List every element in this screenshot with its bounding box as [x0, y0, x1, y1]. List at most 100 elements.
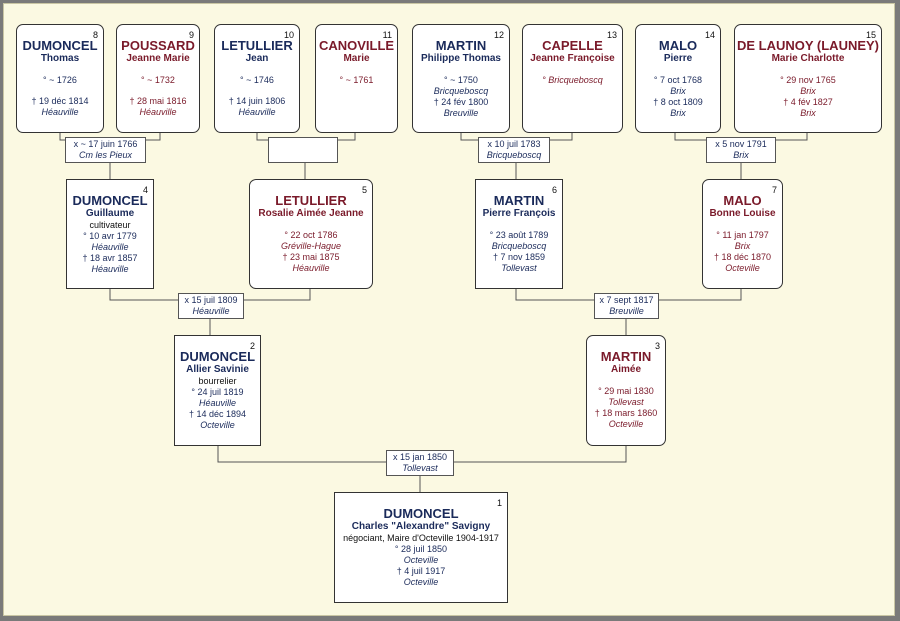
birth: ° 24 juil 1819: [191, 387, 244, 397]
marriage-place: Breuville: [609, 306, 644, 316]
given-name: Pierre: [663, 53, 693, 64]
sosa-number: 7: [771, 185, 777, 195]
death-place: Octeville: [608, 419, 644, 429]
given-name: Pierre François: [482, 208, 556, 219]
sosa-number: 3: [654, 341, 660, 351]
marriage-place: Tollevast: [402, 463, 438, 473]
person-box-3[interactable]: 3 MARTIN Aimée ° 29 mai 1830 Tollevast †…: [586, 335, 666, 446]
person-box-12[interactable]: 12 MARTIN Philippe Thomas ° ~ 1750 Bricq…: [412, 24, 510, 133]
birth-place: Gréville-Hague: [280, 241, 342, 251]
birth: ° 29 nov 1765: [780, 75, 836, 85]
sosa-number: 9: [188, 30, 194, 40]
person-box-15[interactable]: 15 DE LAUNOY (LAUNEY) Marie Charlotte ° …: [734, 24, 882, 133]
birth: ° ~ 1750: [444, 75, 478, 85]
given-name: Aimée: [610, 364, 641, 375]
marriage-box-4-5[interactable]: x 15 juil 1809 Héauville: [178, 293, 244, 319]
marriage-place: Héauville: [192, 306, 230, 316]
surname: DUMONCEL: [383, 506, 459, 521]
death: † 8 oct 1809: [653, 97, 703, 107]
person-box-8[interactable]: 8 DUMONCEL Thomas ° ~ 1726 † 19 déc 1814…: [16, 24, 104, 133]
given-name: Jeanne Françoise: [530, 53, 615, 64]
death: † 23 mai 1875: [282, 252, 340, 262]
death: † 7 nov 1859: [492, 252, 546, 262]
surname: DUMONCEL: [179, 349, 256, 364]
marriage-date: x 7 sept 1817: [599, 295, 654, 305]
death-place: Héauville: [41, 107, 79, 117]
given-name: Marie: [343, 53, 370, 64]
marriage-place: Cm les Pieux: [78, 150, 132, 160]
death-place: Octeville: [725, 263, 760, 273]
birth: ° 29 mai 1830: [598, 386, 654, 396]
given-name: Thomas: [40, 53, 80, 64]
marriage-box-12-13[interactable]: x 10 juil 1783 Bricqueboscq: [478, 137, 550, 163]
birth: ° 22 oct 1786: [284, 230, 338, 240]
person-box-13[interactable]: 13 CAPELLE Jeanne Françoise ° Bricquebos…: [522, 24, 623, 133]
birth-place: Héauville: [198, 398, 237, 408]
surname: DUMONCEL: [22, 38, 98, 53]
birth: ° ~ 1732: [141, 75, 175, 85]
person-box-4[interactable]: 4 DUMONCEL Guillaume cultivateur ° 10 av…: [66, 179, 154, 289]
person-box-7[interactable]: 7 MALO Bonne Louise ° 11 jan 1797 Brix †…: [702, 179, 783, 289]
person-box-10[interactable]: 10 LETULLIER Jean ° ~ 1746 † 14 juin 180…: [214, 24, 300, 133]
surname: CAPELLE: [542, 38, 603, 53]
sosa-number: 6: [551, 185, 557, 195]
birth: ° 7 oct 1768: [653, 75, 703, 85]
sosa-number: 15: [865, 30, 876, 40]
person-box-9[interactable]: 9 POUSSARD Jeanne Marie ° ~ 1732 † 28 ma…: [116, 24, 200, 133]
given-name: Allier Savinie: [186, 364, 249, 375]
marriage-place: Brix: [733, 150, 749, 160]
death-place: Octeville: [200, 420, 235, 430]
surname: MARTIN: [600, 349, 652, 364]
birth: ° 28 juil 1850: [394, 544, 448, 554]
birth: ° 10 avr 1779: [83, 231, 137, 241]
death-place: Héauville: [292, 263, 330, 273]
birth-place: Brix: [800, 86, 816, 96]
birth: ° ~ 1761: [339, 75, 374, 85]
surname: LETULLIER: [275, 193, 347, 208]
death-place: Brix: [800, 108, 816, 118]
marriage-box-10-11[interactable]: [268, 137, 338, 163]
occupation: négociant, Maire d'Octeville 1904-1917: [343, 533, 499, 543]
death-place: Héauville: [238, 107, 276, 117]
death: † 4 fév 1827: [783, 97, 833, 107]
surname: DUMONCEL: [72, 193, 148, 208]
death: † 28 mai 1816: [129, 96, 187, 106]
person-box-11[interactable]: 11 CANOVILLE Marie ° ~ 1761: [315, 24, 398, 133]
marriage-date: x 15 juil 1809: [184, 295, 238, 305]
death: † 4 juil 1917: [396, 566, 446, 576]
surname: MALO: [723, 193, 762, 208]
sosa-number: 14: [704, 30, 715, 40]
sosa-number: 2: [249, 341, 255, 351]
birth-place: Brix: [734, 241, 751, 251]
marriage-date: x 15 jan 1850: [392, 452, 448, 462]
surname: CANOVILLE: [318, 38, 395, 53]
marriage-box-2-3[interactable]: x 15 jan 1850 Tollevast: [386, 450, 454, 476]
given-name: Bonne Louise: [709, 208, 776, 219]
marriage-box-6-7[interactable]: x 7 sept 1817 Breuville: [594, 293, 659, 319]
given-name: Jeanne Marie: [126, 53, 190, 64]
given-name: Guillaume: [85, 208, 135, 219]
person-box-6[interactable]: 6 MARTIN Pierre François ° 23 août 1789 …: [475, 179, 563, 289]
sosa-number: 1: [496, 498, 502, 508]
birth-place: Bricqueboscq: [491, 241, 547, 251]
person-box-2[interactable]: 2 DUMONCEL Allier Savinie bourrelier ° 2…: [174, 335, 261, 446]
birth-place: Bricqueboscq: [433, 86, 489, 96]
birth-place: Tollevast: [608, 397, 644, 407]
surname: LETULLIER: [221, 38, 293, 53]
death: † 18 mars 1860: [594, 408, 658, 418]
surname: MARTIN: [493, 193, 545, 208]
death: † 18 déc 1870: [713, 252, 772, 262]
sosa-number: 4: [142, 185, 148, 195]
person-box-1[interactable]: 1 DUMONCEL Charles "Alexandre" Savigny n…: [334, 492, 508, 603]
marriage-box-8-9[interactable]: x ~ 17 juin 1766 Cm les Pieux: [65, 137, 146, 163]
death: † 14 juin 1806: [228, 96, 286, 106]
person-box-14[interactable]: 14 MALO Pierre ° 7 oct 1768 Brix † 8 oct…: [635, 24, 721, 133]
sosa-number: 8: [92, 30, 98, 40]
marriage-box-14-15[interactable]: x 5 nov 1791 Brix: [706, 137, 776, 163]
death: † 14 déc 1894: [188, 409, 247, 419]
given-name: Philippe Thomas: [420, 53, 501, 64]
sosa-number: 13: [606, 30, 617, 40]
person-box-5[interactable]: 5 LETULLIER Rosalie Aimée Jeanne ° 22 oc…: [249, 179, 373, 289]
birth-place: Brix: [670, 86, 686, 96]
surname: POUSSARD: [121, 38, 195, 53]
